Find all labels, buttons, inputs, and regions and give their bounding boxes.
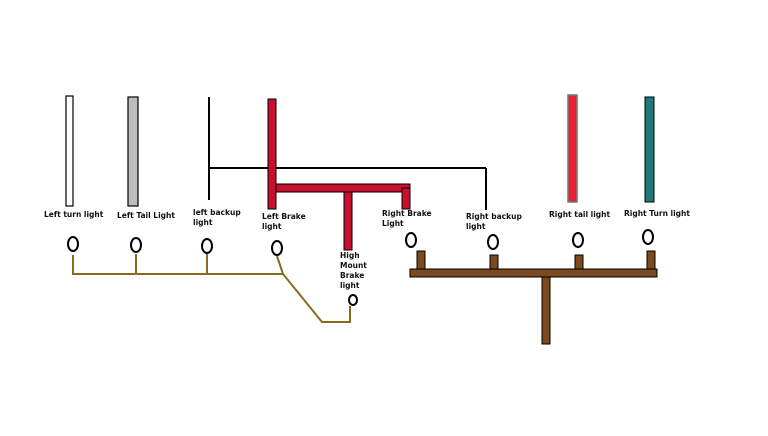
label-right-backup-1: Right backup (466, 212, 522, 221)
right-harness-trunk (541, 276, 551, 345)
right-tail-wire (567, 94, 578, 203)
label-high-mount-3: Brake (340, 271, 364, 280)
right-backup-stub (489, 254, 499, 270)
label-right-brake-2: Light (382, 219, 404, 228)
right-turn-stub (646, 250, 656, 270)
right-turn-wire (644, 96, 655, 203)
right-tail-bulb-icon (572, 232, 584, 248)
label-left-turn: Left turn light (44, 210, 104, 219)
right-harness-bar (409, 268, 658, 278)
right-backup-bulb-icon (487, 234, 499, 250)
left-tail-bulb-icon (130, 237, 142, 253)
left-backup-bulb-icon (201, 238, 213, 254)
label-high-mount-2: Mount (340, 261, 367, 270)
high-mount-wire (343, 191, 353, 251)
right-brake-stub (416, 250, 426, 270)
label-right-brake-1: Right Brake (382, 209, 432, 218)
left-brake-drop (276, 255, 284, 275)
label-left-brake-2: light (262, 222, 282, 231)
left-tail-wire (127, 96, 139, 207)
left-turn-wire (65, 95, 74, 207)
left-brake-wire (267, 98, 277, 210)
label-left-backup-2: light (193, 218, 213, 227)
label-right-backup-2: light (466, 222, 486, 231)
right-tail-stub (574, 254, 584, 270)
label-left-brake-1: Left Brake (262, 212, 306, 221)
label-high-mount-4: light (340, 281, 360, 290)
right-brake-bulb-icon (405, 232, 417, 248)
high-mount-bulb-icon (348, 294, 358, 306)
right-turn-bulb-icon (642, 229, 654, 245)
label-high-mount-1: High (340, 251, 360, 260)
brake-crossbar (267, 183, 411, 193)
label-left-backup-1: left backup (193, 208, 241, 217)
label-right-turn: Right Turn light (624, 209, 690, 218)
right-brake-wire (401, 187, 411, 210)
left-brake-bulb-icon (271, 240, 283, 256)
label-left-tail: Left Tail Light (117, 211, 175, 220)
left-harness-wire (72, 255, 351, 323)
label-right-tail: Right tail light (549, 210, 610, 219)
left-turn-bulb-icon (67, 236, 79, 252)
